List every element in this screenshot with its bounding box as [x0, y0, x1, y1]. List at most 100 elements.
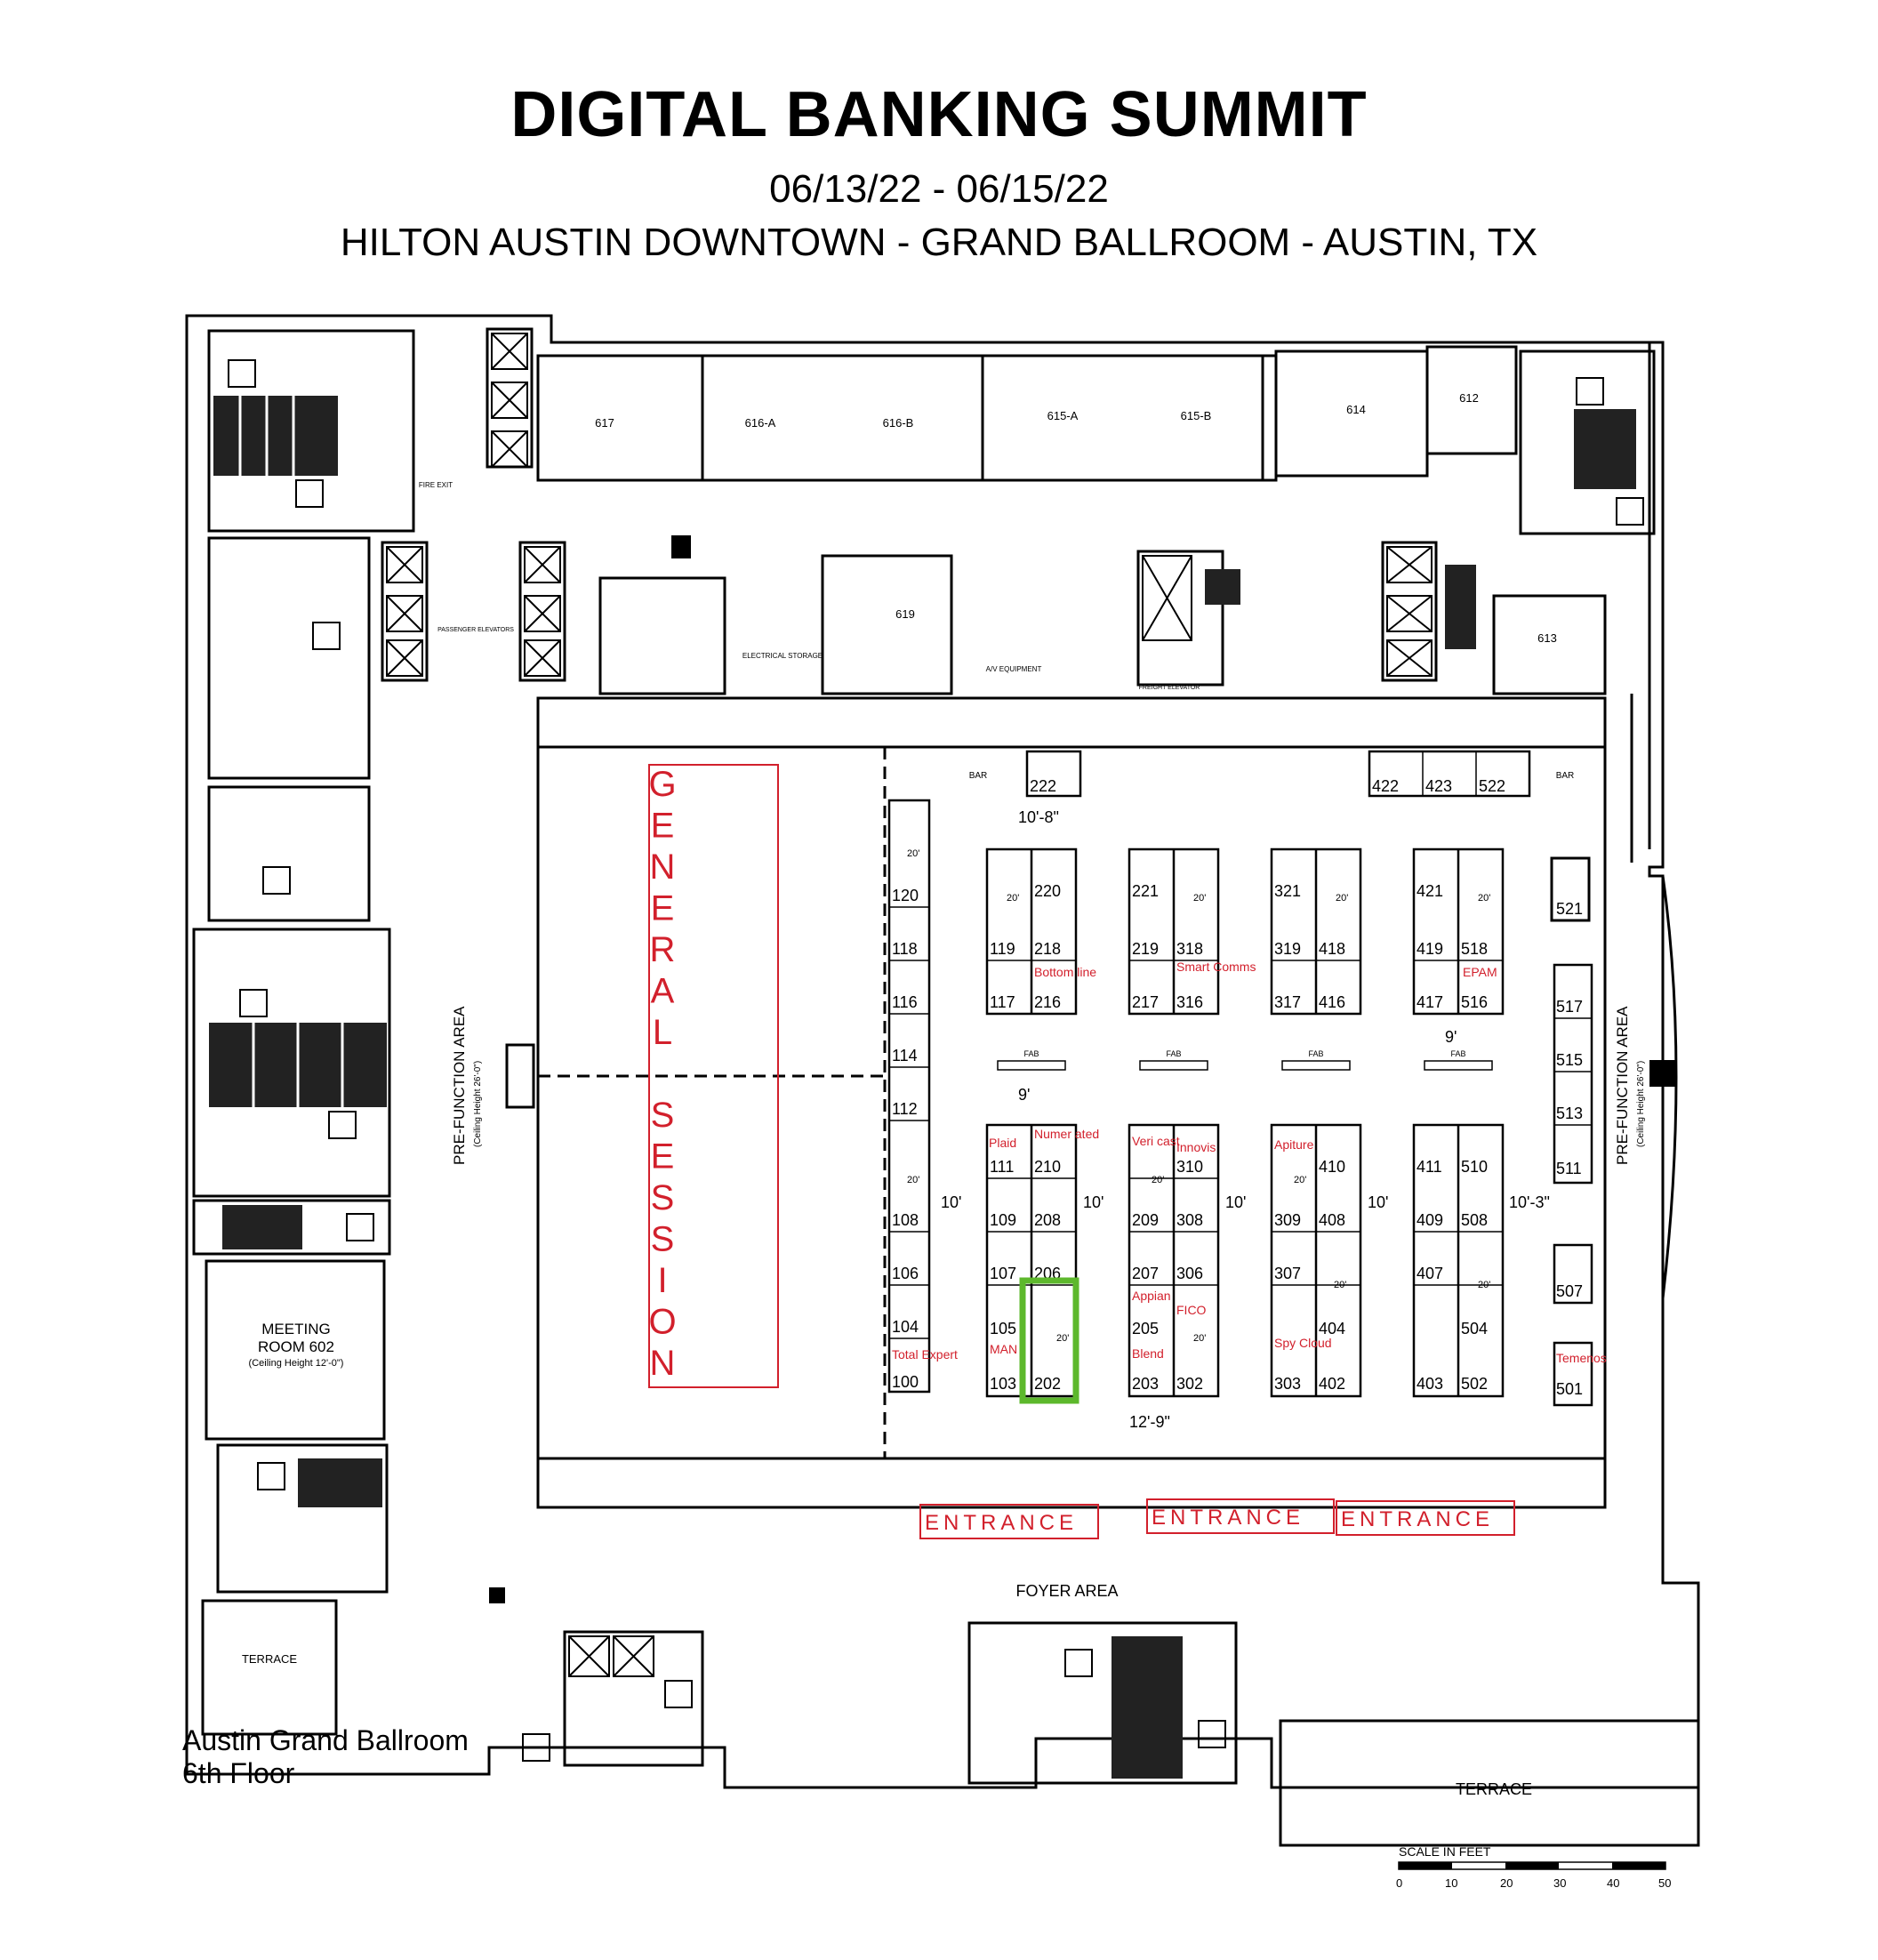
exhibitor-total: Total Expert: [892, 1347, 958, 1362]
booth-416: 416: [1319, 993, 1345, 1011]
general-session-letter: S: [651, 1096, 675, 1135]
exhibitor-blend: Blend: [1132, 1346, 1164, 1361]
booth-207: 207: [1132, 1265, 1159, 1282]
exhibitor-appian: Appian: [1132, 1289, 1171, 1303]
scale-title: SCALE IN FEET: [1399, 1844, 1491, 1859]
booth-209: 209: [1132, 1211, 1159, 1229]
left-room-a: [207, 536, 371, 780]
booth-502: 502: [1461, 1375, 1488, 1393]
ceiling-right: (Ceiling Height 26'-0"): [1636, 1061, 1646, 1147]
dim-20-a: 20': [907, 848, 919, 859]
booth-222-frame: [1025, 750, 1082, 798]
general-session-letter: G: [648, 765, 676, 804]
grand-ballroom-outer: [536, 696, 1607, 1509]
booth-421: 421: [1417, 882, 1443, 900]
booth-203: 203: [1132, 1375, 1159, 1393]
bar-label-2: BAR: [1556, 771, 1575, 781]
passenger-elev-label: PASSENGER ELEVATORS: [437, 627, 514, 633]
meeting-room-602: [205, 1259, 386, 1441]
room-615b-label: 615-B: [1181, 409, 1212, 422]
highlighted-booth: [1019, 1277, 1079, 1404]
restroom-icons: [228, 359, 1644, 1762]
entrance-3: ENTRANCE: [1341, 1507, 1494, 1531]
service-elevators: [1381, 541, 1438, 682]
dim-20-d: 20': [1336, 893, 1348, 904]
left-lower-stair: [563, 1630, 704, 1767]
freight-elevator: [1136, 550, 1224, 687]
dim-20-k: 20': [1334, 1280, 1346, 1290]
booth-117: 117: [990, 993, 1015, 1011]
room-613-label: 613: [1537, 631, 1557, 645]
dim-bottom: 12'-9": [1129, 1413, 1170, 1431]
room-labels: 617 616-A 616-B 615-A 615-B 614 612 613 …: [242, 391, 1574, 1798]
dim-20-l: 20': [1478, 1280, 1490, 1290]
scale-tick-0: 0: [1396, 1876, 1402, 1890]
event-dates: 06/13/22 - 06/15/22: [769, 167, 1109, 211]
booth-501-frame: [1553, 1341, 1593, 1407]
general-session-letter: O: [648, 1303, 676, 1342]
booth-221: 221: [1132, 882, 1159, 900]
ceiling-602-label: (Ceiling Height 12'-0"): [249, 1358, 344, 1369]
left-stair-room-3: [192, 1199, 391, 1256]
general-session-letter: N: [650, 1344, 676, 1383]
dim-aisle-top: 9': [1445, 1028, 1457, 1046]
fab-benches: [997, 1060, 1493, 1071]
stair-lines: [238, 396, 344, 1107]
dimension-labels: 10'-8" 9' 9' 10' 10' 10' 10' 10'-3" 12'-…: [941, 808, 1550, 1431]
elevator-shaft-top: [486, 327, 534, 469]
room-619: [821, 554, 953, 695]
column-markers: [489, 535, 1676, 1603]
left-stair-room: [207, 329, 415, 533]
dim-col-2: 10': [1083, 1193, 1104, 1211]
dim-20-j: 20': [1193, 1333, 1206, 1344]
booth-112: 112: [892, 1100, 918, 1118]
dim-col-4: 10': [1368, 1193, 1388, 1211]
meeting-label: MEETING: [261, 1321, 330, 1337]
booth-numbers: 120 118 116 114 112 108 106 104 100 220 …: [892, 777, 1583, 1398]
fab-3: FAB: [1308, 1049, 1323, 1058]
left-room-b: [207, 785, 371, 922]
booth-top-row-frame: [1368, 750, 1531, 798]
foyer-label: FOYER AREA: [1015, 1582, 1118, 1600]
elevator-shaft-left: [381, 541, 429, 682]
page-header: DIGITAL BANKING SUMMIT 06/13/22 - 06/15/…: [0, 0, 1878, 285]
booth-108: 108: [892, 1211, 919, 1229]
scale-seg-2: [1505, 1862, 1559, 1869]
room-602-label: ROOM 602: [258, 1338, 334, 1355]
escalator-room: [216, 1443, 389, 1594]
scale-tick-30: 30: [1553, 1876, 1566, 1890]
room-613: [1492, 594, 1607, 695]
scale-seg-1: [1399, 1862, 1452, 1869]
booth-302: 302: [1176, 1375, 1203, 1393]
booth-208: 208: [1034, 1211, 1061, 1229]
booth-308: 308: [1176, 1211, 1203, 1229]
booth-318: 318: [1176, 940, 1203, 958]
booth-521: 521: [1556, 900, 1583, 918]
av-label: A/V EQUIPMENT: [986, 665, 1042, 673]
booth-strip-col1: [887, 799, 931, 1394]
dim-col-5: 10'-3": [1509, 1193, 1550, 1211]
prefunction-left: PRE-FUNCTION AREA: [451, 1006, 468, 1165]
booth-403: 403: [1417, 1375, 1443, 1393]
booth-107: 107: [990, 1265, 1016, 1282]
dim-20-i: 20': [1294, 1175, 1306, 1185]
prefunction-right: PRE-FUNCTION AREA: [1614, 1006, 1631, 1165]
booth-516: 516: [1461, 993, 1488, 1011]
dim-20-f: 20': [907, 1175, 919, 1185]
booth-515: 515: [1556, 1051, 1583, 1069]
booth-411: 411: [1417, 1158, 1442, 1176]
terrace-left-room: [201, 1599, 338, 1736]
booth-511: 511: [1556, 1160, 1582, 1177]
booth-strip-col5: [1553, 963, 1593, 1185]
scale-tick-10: 10: [1445, 1876, 1457, 1890]
freight-elev-label: FREIGHT ELEVATOR: [1139, 685, 1200, 691]
dim-top: 10'-8": [1018, 808, 1059, 826]
booth-418: 418: [1319, 940, 1345, 958]
booth-222: 222: [1030, 777, 1056, 795]
booth-501: 501: [1556, 1380, 1583, 1398]
booth-306: 306: [1176, 1265, 1203, 1282]
fab-1: FAB: [1023, 1049, 1039, 1058]
booth-111: 111: [990, 1158, 1014, 1176]
dim-col-1: 10': [941, 1193, 961, 1211]
